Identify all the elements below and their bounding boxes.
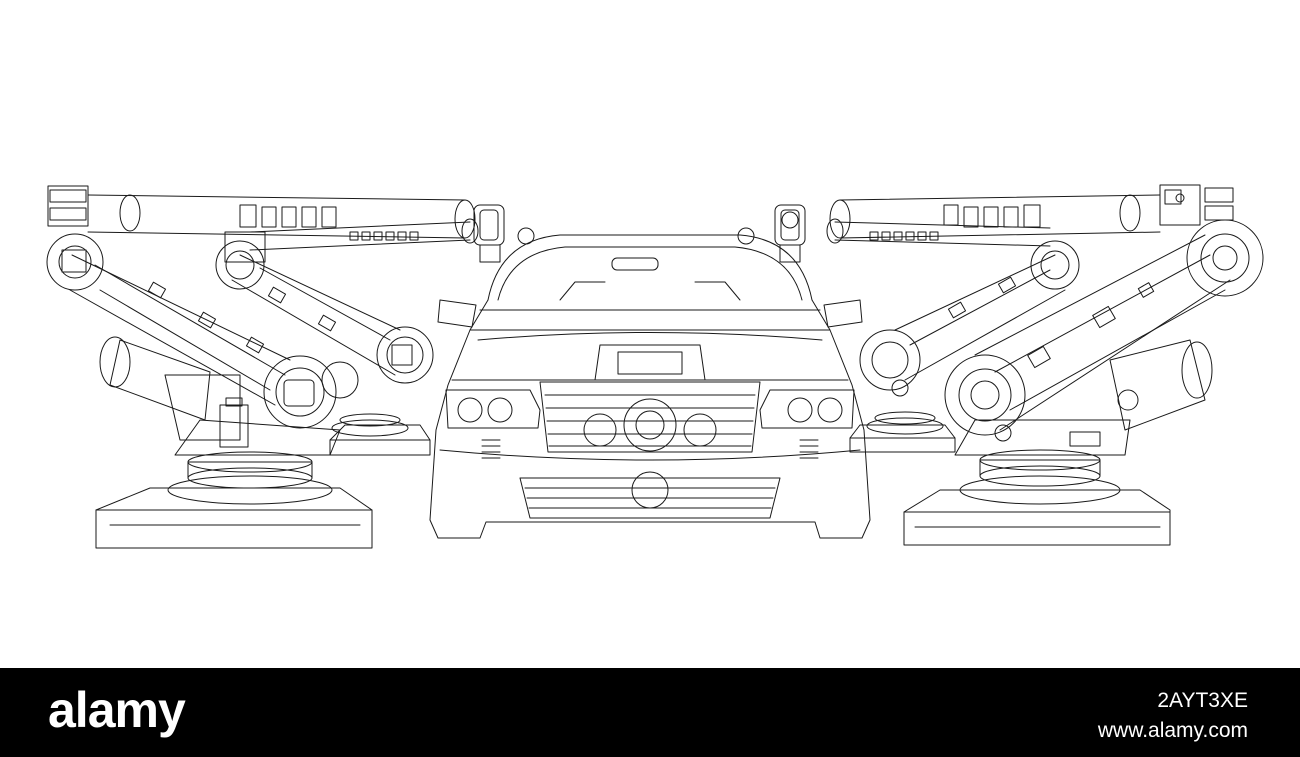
robotic-arm-wireframe-icon: [215, 218, 479, 456]
robotic-arm-wireframe-icon: [46, 185, 535, 549]
illustration-canvas: [46, 184, 1264, 549]
wireframe-illustration: [46, 184, 1264, 549]
brand-logo: alamy: [48, 682, 186, 738]
car-wireframe-icon: [429, 234, 871, 539]
watermark-footer: alamy 2AYT3XE www.alamy.com: [0, 668, 1300, 757]
site-url-label: www.alamy.com: [1097, 719, 1248, 742]
robotic-arm-wireframe-icon: [826, 218, 1080, 453]
image-id-label: 2AYT3XE: [1157, 689, 1248, 712]
robotic-arm-wireframe-icon: [737, 184, 1264, 546]
